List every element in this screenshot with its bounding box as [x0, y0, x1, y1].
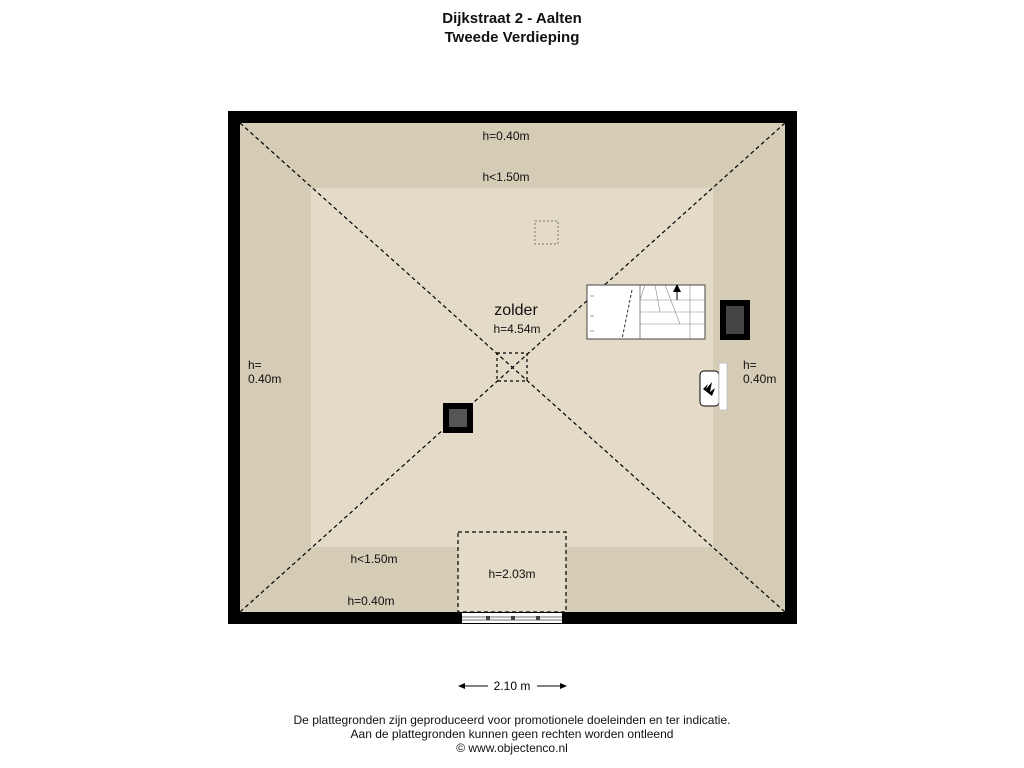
dormer-outline — [457, 531, 567, 613]
dormer-floor — [458, 532, 566, 612]
room-name: zolder — [494, 302, 538, 319]
plan-subtitle: Tweede Verdieping — [444, 29, 580, 46]
plan-title: Dijkstraat 2 - Aalten — [442, 10, 582, 27]
dormer-height: h=2.03m — [488, 567, 535, 581]
disclaimer-line-2: Aan de plattegronden kunnen geen rechten… — [350, 727, 674, 741]
flame-icon — [703, 382, 715, 396]
right-height-label: h= — [743, 358, 757, 372]
bottom-height-mid: h<1.50m — [350, 552, 397, 566]
left-height-value: 0.40m — [248, 372, 281, 386]
roof-hatch — [534, 220, 559, 245]
left-height-label: h= — [248, 358, 262, 372]
right-height-value: 0.40m — [743, 372, 776, 386]
window — [462, 613, 562, 623]
bottom-height-low: h=0.40m — [347, 594, 394, 608]
dimension-label: 2.10 m — [494, 679, 531, 693]
roof-diagonal — [239, 122, 786, 613]
dimension-line: 2.10 m — [458, 679, 567, 693]
staircase — [586, 284, 706, 340]
stair-arrow-icon — [673, 284, 681, 292]
disclaimer-line-1: De plattegronden zijn geproduceerd voor … — [293, 713, 731, 727]
copyright-line: © www.objectenco.nl — [456, 741, 568, 755]
top-height-mid: h<1.50m — [482, 170, 529, 184]
chimney-outline — [496, 352, 528, 382]
room-height: h=4.54m — [493, 322, 540, 336]
top-height-low: h=0.40m — [482, 129, 529, 143]
boiler — [699, 362, 728, 411]
